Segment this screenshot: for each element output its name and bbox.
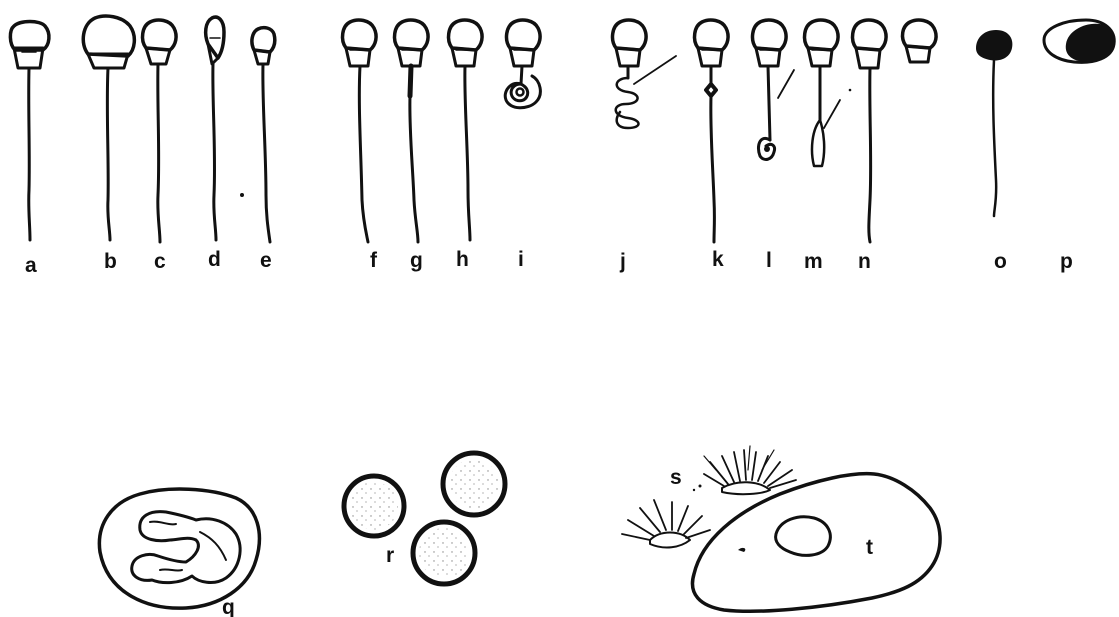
label-t: t [866, 536, 873, 559]
sperm-p-head-only [1044, 20, 1114, 62]
sperm-k-swollen-midpiece [695, 20, 729, 242]
sperm-b-macrocephalic [83, 16, 134, 240]
label-o: o [994, 250, 1007, 273]
label-i: i [518, 248, 524, 271]
sperm-n-abnormal-acrosome [853, 20, 887, 242]
label-j: j [619, 250, 626, 273]
label-n: n [858, 250, 871, 273]
label-p: p [1060, 250, 1073, 273]
sperm-detached-head [903, 20, 937, 62]
label-l: l [766, 249, 772, 272]
cell-q-leukocyte [99, 489, 259, 608]
sperm-i-coiled-tail [505, 20, 540, 108]
label-e: e [260, 249, 272, 272]
label-g: g [410, 249, 423, 272]
label-b: b [104, 250, 117, 273]
sperm-d-elongated-head [206, 17, 224, 240]
label-q: q [222, 596, 235, 617]
sperm-m-tail-defect [805, 20, 852, 166]
sperm-l-tail-defect [753, 20, 794, 159]
sperm-g-cytoplasmic-droplet [395, 20, 429, 242]
label-m: m [804, 250, 823, 273]
sperm-h-thin-midpiece [449, 20, 483, 240]
sperm-a-normal [10, 22, 49, 241]
sperm-j-coiled-tail [613, 20, 676, 128]
sperm-e-microcephalic [252, 28, 275, 242]
sperm-c-small-head [143, 20, 177, 242]
label-f: f [370, 249, 378, 272]
label-a: a [25, 254, 37, 277]
cells-r-erythrocytes [344, 453, 505, 584]
label-k: k [712, 248, 724, 271]
label-s: s [670, 466, 682, 489]
label-h: h [456, 248, 469, 271]
label-d: d [208, 248, 221, 271]
sperm-f-midpiece-defect [343, 20, 377, 242]
sperm-o-round-head [976, 30, 1012, 216]
label-c: c [154, 250, 166, 273]
label-r: r [386, 544, 394, 567]
